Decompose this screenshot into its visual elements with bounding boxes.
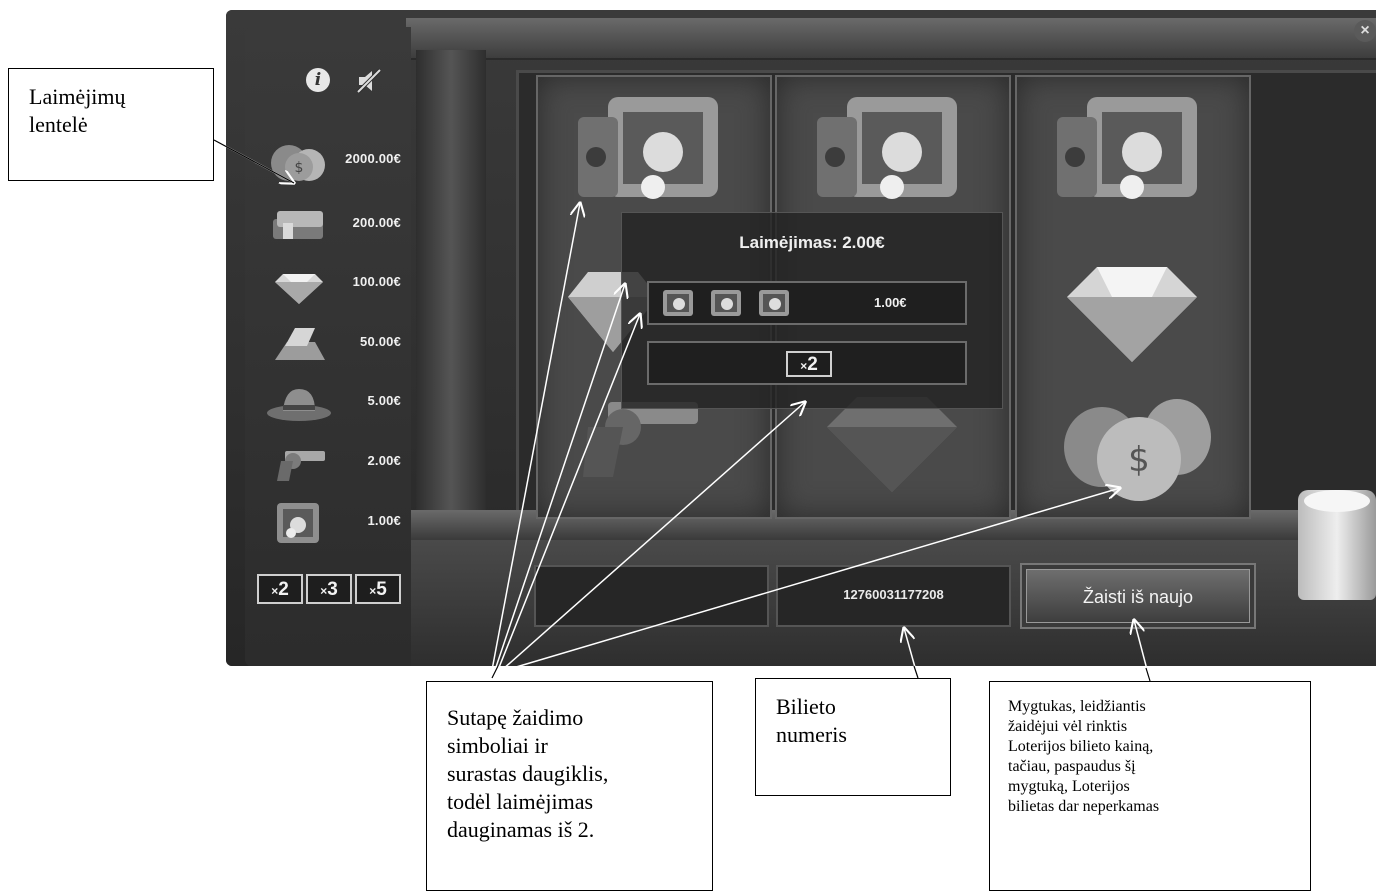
multiplier-badge-x2: ×2 <box>257 574 303 604</box>
multiplier-sign: × <box>800 359 808 373</box>
paytable-value: 1.00€ <box>367 513 401 528</box>
paytable-value: 50.00€ <box>360 334 401 349</box>
safe-icon <box>711 290 741 316</box>
reel-3: $ <box>1015 75 1251 519</box>
multiplier-value: 2 <box>807 354 818 375</box>
multiplier-value: 3 <box>327 579 338 600</box>
safe-icon <box>817 97 957 199</box>
paytable-row-diamond: 100.00€ <box>245 258 411 308</box>
paytable-value: 2000.00€ <box>345 151 401 166</box>
multiplier-badge-x5: ×5 <box>355 574 401 604</box>
callout-line: Laimėjimų <box>29 84 126 109</box>
callout-matching-symbols: Sutapę žaidimo simboliai ir surastas dau… <box>426 681 713 891</box>
paint-can-decoration <box>1298 490 1376 600</box>
win-panel: Laimėjimas: 2.00€ 1.00€ ×2 <box>621 212 1003 409</box>
multiplier-value: 5 <box>376 579 387 600</box>
left-pillar <box>416 50 486 560</box>
paytable-row-hat: 5.00€ <box>245 377 411 427</box>
info-icon[interactable]: i <box>306 68 330 92</box>
callout-line: mygtuką, Loterijos <box>1008 778 1130 795</box>
callout-line: Loterijos bilieto kainą, <box>1008 738 1154 755</box>
paytable-value: 200.00€ <box>352 215 401 230</box>
paytable-value: 2.00€ <box>367 453 401 468</box>
safe-icon <box>1057 97 1197 199</box>
paytable-sidebar: i $ 2000.00€ 200.00€ <box>245 27 411 666</box>
safe-icon <box>759 290 789 316</box>
paytable-row-revolver: 2.00€ <box>245 437 411 487</box>
multiplier-sign: × <box>320 584 328 598</box>
safe-icon <box>663 290 693 316</box>
paytable-value: 5.00€ <box>367 393 401 408</box>
ticket-number: 12760031177208 <box>843 587 944 602</box>
callout-line: simboliai ir <box>447 733 548 758</box>
diamond-icon <box>275 274 323 304</box>
multiplier-sign: × <box>271 584 279 598</box>
callout-line: Bilieto <box>776 694 836 719</box>
callout-line: bilietas dar neperkamas <box>1008 798 1160 815</box>
callout-line: Sutapę žaidimo <box>447 705 584 730</box>
safe-icon <box>578 97 718 199</box>
svg-text:$: $ <box>1128 440 1150 480</box>
multiplier-badge-x2: ×2 <box>786 351 832 377</box>
callout-line: todėl laimėjimas <box>447 789 594 814</box>
paytable-value: 100.00€ <box>352 274 401 289</box>
winning-combination-row: 1.00€ <box>647 281 967 325</box>
callout-line: numeris <box>776 722 847 747</box>
callout-line: žaidėjui vėl rinktis <box>1008 718 1128 735</box>
callout-play-again-button: Mygtukas, leidžiantis žaidėjui vėl rinkt… <box>989 681 1311 891</box>
callout-line: surastas daugiklis, <box>447 761 609 786</box>
top-beam <box>406 18 1376 60</box>
play-again-button[interactable]: Žaisti iš naujo <box>1020 563 1256 629</box>
empty-display-panel <box>534 565 769 627</box>
gold-bar-icon <box>275 328 325 360</box>
svg-text:$: $ <box>295 160 304 176</box>
callout-line: tačiau, paspaudus šį <box>1008 758 1136 775</box>
callout-line: dauginamas iš 2. <box>447 817 595 842</box>
callout-line: lentelė <box>29 112 88 137</box>
hat-icon <box>267 389 331 421</box>
multiplier-row: ×2 <box>647 341 967 385</box>
revolver-icon <box>277 451 325 481</box>
multiplier-sign: × <box>369 584 377 598</box>
diamond-icon <box>1067 267 1197 362</box>
callout-ticket-number: Bilieto numeris <box>755 678 951 796</box>
win-row-amount: 1.00€ <box>874 295 907 310</box>
ticket-number-panel: 12760031177208 <box>776 565 1011 627</box>
cash-stack-icon <box>273 211 323 239</box>
game-window: × i $ 2000.00€ 200.00€ <box>226 10 1376 666</box>
paytable-row-safe: 1.00€ <box>245 497 411 547</box>
close-button[interactable]: × <box>1354 20 1376 42</box>
money-bag-icon: $ <box>271 145 325 181</box>
multiplier-badge-x3: ×3 <box>306 574 352 604</box>
safe-icon <box>277 503 319 543</box>
multiplier-value: 2 <box>278 579 289 600</box>
money-bag-icon: $ <box>1064 399 1211 501</box>
paytable-row-gold: 50.00€ <box>245 318 411 368</box>
callout-line: Mygtukas, leidžiantis <box>1008 698 1146 715</box>
paytable-row-cash: 200.00€ <box>245 199 411 249</box>
callout-paytable: Laimėjimų lentelė <box>8 68 214 181</box>
paytable-row-money-bag: $ 2000.00€ <box>245 135 411 185</box>
sound-muted-icon[interactable] <box>355 68 383 94</box>
play-again-label: Žaisti iš naujo <box>1026 569 1250 623</box>
win-title: Laimėjimas: 2.00€ <box>739 233 885 252</box>
diamond-icon <box>827 397 957 492</box>
